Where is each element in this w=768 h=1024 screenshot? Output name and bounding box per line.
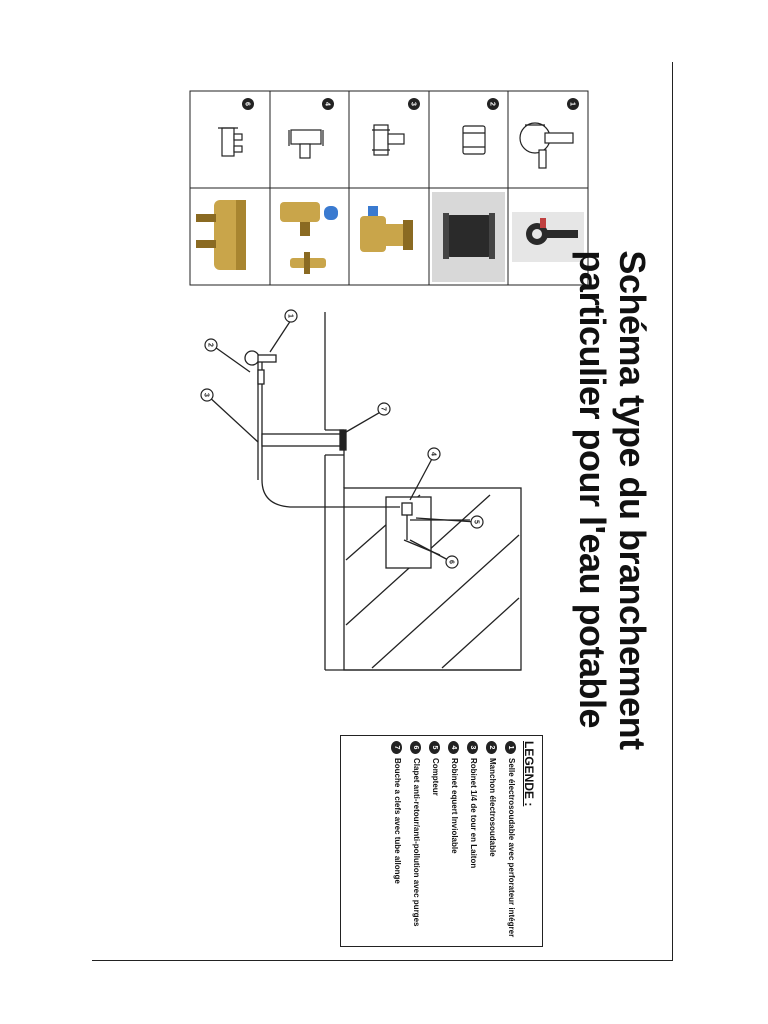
table-numbers: 1 2 3 4 6 <box>242 98 579 110</box>
callout-marker-1: 1 <box>284 309 298 323</box>
legend-item: 5 Compteur <box>429 741 440 941</box>
svg-text:3: 3 <box>410 102 417 106</box>
callout-marker-5: 5 <box>470 515 484 529</box>
svg-text:2: 2 <box>207 343 214 347</box>
part-photo-2 <box>432 192 505 282</box>
legend-text: Robinet 1/4 de tour en Laiton <box>469 758 478 869</box>
legend-number: 2 <box>486 741 497 754</box>
part-drawing-1 <box>519 122 574 169</box>
callout-marker-4: 4 <box>427 447 441 461</box>
part-photo-4 <box>274 192 346 282</box>
svg-text:1: 1 <box>287 314 294 318</box>
callout-marker-6: 6 <box>445 555 459 569</box>
svg-text:4: 4 <box>430 452 437 456</box>
part-drawing-3 <box>372 124 405 156</box>
page-border-bottom <box>92 960 673 961</box>
svg-text:6: 6 <box>448 560 455 564</box>
legend-box <box>340 735 543 947</box>
legend-text: Selle électrosoudable avec perforateur i… <box>507 758 516 938</box>
legend-number: 3 <box>467 741 478 754</box>
legend-text: Robinet equert Inviolable <box>450 758 459 854</box>
svg-text:2: 2 <box>489 102 496 106</box>
legend-item: 3 Robinet 1/4 de tour en Laiton <box>467 741 478 941</box>
callout-marker-3: 3 <box>200 388 214 402</box>
legend-text: Clapet anti-retour/anti-pollution avec p… <box>412 758 421 927</box>
table-number-2: 2 <box>487 98 499 110</box>
svg-text:1: 1 <box>569 102 576 106</box>
page-border-right <box>672 62 673 960</box>
callout-marker-2: 2 <box>204 338 218 352</box>
legend-heading: LEGENDE : <box>522 741 536 807</box>
legend-text: Manchon électrosoudable <box>488 758 497 857</box>
table-number-6: 6 <box>242 98 254 110</box>
legend-number: 1 <box>505 741 516 754</box>
part-drawing-4 <box>288 129 324 159</box>
part-drawing-6 <box>218 127 243 157</box>
svg-text:3: 3 <box>203 393 210 397</box>
part-photo-1 <box>512 212 584 262</box>
svg-text:7: 7 <box>380 407 387 411</box>
table-number-1: 1 <box>567 98 579 110</box>
title-line-1: Schéma type du branchement <box>612 250 653 750</box>
table-number-4: 4 <box>322 98 334 110</box>
legend-number: 7 <box>391 741 402 754</box>
part-drawing-2 <box>462 125 486 155</box>
legend-number: 4 <box>448 741 459 754</box>
legend-text: Bouche a clefs avec tube allonge <box>393 758 402 884</box>
callout-marker-7: 7 <box>377 402 391 416</box>
legend-item: 7 Bouche a clefs avec tube allonge <box>391 741 402 941</box>
legend-item: 4 Robinet equert Inviolable <box>448 741 459 941</box>
svg-text:6: 6 <box>244 102 251 106</box>
legend-item: 6 Clapet anti-retour/anti-pollution avec… <box>410 741 421 941</box>
svg-text:4: 4 <box>324 102 331 106</box>
svg-text:5: 5 <box>473 520 480 524</box>
part-photo-6 <box>194 192 266 282</box>
legend-number: 6 <box>410 741 421 754</box>
parts-table <box>189 90 589 286</box>
table-number-3: 3 <box>408 98 420 110</box>
legend-number: 5 <box>429 741 440 754</box>
installation-drawing <box>206 312 522 671</box>
callout-markers: 1 2 3 7 4 5 6 <box>200 309 484 569</box>
legend-text: Compteur <box>431 758 440 796</box>
legend-item: 1 Selle électrosoudable avec perforateur… <box>505 741 516 941</box>
title-line-2: particulier pour l'eau potable <box>572 250 613 729</box>
legend-item: 2 Manchon électrosoudable <box>486 741 497 941</box>
part-photo-3 <box>352 192 426 282</box>
